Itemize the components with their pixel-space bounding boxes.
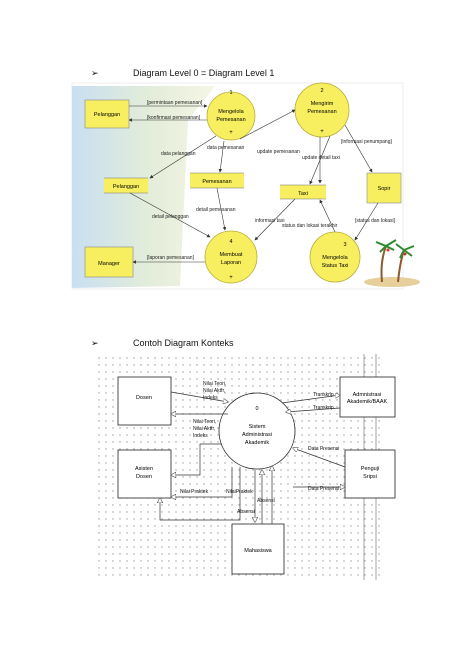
svg-text:Mengelola: Mengelola: [218, 109, 244, 115]
flow-lines: [128, 104, 379, 264]
bullet-icon: ➢: [91, 68, 99, 78]
entity-sopir: Sopir: [366, 172, 402, 204]
svg-text:+: +: [320, 129, 324, 135]
svg-text:Transkrip: Transkrip: [313, 405, 334, 411]
svg-text:Sopir: Sopir: [378, 186, 391, 192]
svg-text:detail pemesanan: detail pemesanan: [196, 207, 236, 213]
section-heading-level0: Diagram Level 0 = Diagram Level 1: [133, 68, 275, 78]
svg-text:Pemesanan: Pemesanan: [202, 179, 231, 185]
svg-text:[permintaan pemesanan]: [permintaan pemesanan]: [147, 100, 203, 106]
svg-text:update pemesanan: update pemesanan: [257, 149, 300, 155]
svg-text:Pemesanan: Pemesanan: [216, 117, 245, 123]
svg-text:Sripsi: Sripsi: [363, 474, 377, 480]
svg-text:Manager: Manager: [98, 261, 120, 267]
svg-text:[informasi penumpang]: [informasi penumpang]: [341, 139, 392, 145]
entity-asisten-dosen: Asisten Dosen: [117, 449, 172, 499]
svg-text:Penguji: Penguji: [361, 466, 379, 472]
entity-manager: Manager: [84, 246, 134, 278]
svg-text:Taxi: Taxi: [298, 191, 308, 197]
svg-text:status dan lokasi terakhir: status dan lokasi terakhir: [282, 223, 338, 229]
svg-text:Absensi: Absensi: [237, 509, 255, 515]
context-diagram: 0 Sistem Administrasi Akademik Dosen Asi…: [98, 354, 396, 580]
process-sistem-administrasi-akademik: 0 Sistem Administrasi Akademik: [218, 392, 296, 470]
svg-text:Status Taxi: Status Taxi: [322, 263, 349, 269]
svg-text:Laporan: Laporan: [221, 260, 241, 266]
svg-text:update detail taxi: update detail taxi: [302, 155, 340, 161]
svg-text:Indeks: Indeks: [203, 395, 218, 401]
process-mengelola-pemesanan: 1 Mengelola Pemesanan +: [206, 90, 256, 141]
entity-dosen: Dosen: [117, 376, 172, 426]
svg-text:Akademik: Akademik: [245, 440, 269, 446]
svg-text:Nilai Aktfr,: Nilai Aktfr,: [203, 388, 225, 394]
process-mengelola-status-taxi: 3 Mengelola Status Taxi: [309, 231, 361, 283]
palm-island-illustration: [364, 239, 420, 287]
svg-text:Membuat: Membuat: [220, 252, 243, 258]
svg-text:Dosen: Dosen: [136, 474, 152, 480]
svg-text:Mengelola: Mengelola: [322, 255, 348, 261]
svg-text:Admnistrasi: Admnistrasi: [353, 392, 382, 398]
svg-text:4: 4: [229, 239, 232, 245]
svg-text:Nilai Teori,: Nilai Teori,: [193, 419, 216, 425]
svg-text:NilaiPraktek: NilaiPraktek: [226, 489, 253, 495]
svg-text:Data Presensi: Data Presensi: [308, 446, 339, 452]
svg-text:Nilai Teori,: Nilai Teori,: [203, 381, 226, 387]
svg-text:2: 2: [320, 88, 323, 94]
svg-text:Pelanggan: Pelanggan: [94, 112, 120, 118]
svg-text:data pelanggan: data pelanggan: [161, 151, 196, 157]
svg-text:Dosen: Dosen: [136, 395, 152, 401]
svg-text:Mengirim: Mengirim: [311, 101, 334, 107]
process-mengirim-pemesanan: 2 Mengirim Pemesanan +: [294, 82, 350, 138]
svg-text:Administrasi: Administrasi: [242, 432, 272, 438]
process-membuat-laporan: 4 Membuat Laporan +: [204, 230, 258, 284]
svg-text:+: +: [229, 130, 233, 136]
section-heading-context: Contoh Diagram Konteks: [133, 338, 234, 348]
svg-text:+: +: [229, 275, 233, 281]
svg-text:Sistem: Sistem: [249, 424, 266, 430]
svg-text:0: 0: [255, 406, 258, 412]
svg-text:Pelanggan: Pelanggan: [113, 184, 139, 190]
entity-penguji-skripsi: Penguji Sripsi: [344, 449, 396, 499]
bullet-icon: ➢: [91, 338, 99, 348]
svg-text:data pemesanan: data pemesanan: [207, 145, 244, 151]
svg-text:Asisten: Asisten: [135, 466, 153, 472]
entity-mahasiswa: Mahasiswa: [231, 523, 285, 575]
entity-administrasi-akademik: Admnistrasi Akademik/BAAK: [339, 376, 396, 418]
svg-text:Indeks: Indeks: [193, 433, 208, 439]
svg-text:Nilai Aktfr,: Nilai Aktfr,: [193, 426, 215, 432]
svg-text:[konfirmasi pemesanan]: [konfirmasi pemesanan]: [147, 115, 201, 121]
datastore-pelanggan: Pelanggan: [104, 177, 148, 194]
svg-text:1: 1: [229, 90, 232, 96]
svg-text:Nilai Praktek: Nilai Praktek: [180, 489, 209, 495]
datastore-taxi: Taxi: [280, 184, 326, 200]
svg-text:Transkrip: Transkrip: [313, 392, 334, 398]
context-flow-labels: Nilai Teori, Nilai Aktfr, Indeks Nilai T…: [180, 381, 339, 515]
svg-text:Pemesanan: Pemesanan: [307, 109, 336, 115]
svg-text:Absensi: Absensi: [257, 498, 275, 504]
entity-pelanggan: Pelanggan: [84, 99, 130, 129]
svg-text:Akademik/BAAK: Akademik/BAAK: [347, 399, 388, 405]
svg-text:Data Presensi: Data Presensi: [308, 486, 339, 492]
datastore-pemesanan: Pemesanan: [190, 172, 244, 189]
context-flow-lines: [160, 391, 345, 524]
flow-labels: [permintaan pemesanan] [konfirmasi pemes…: [147, 100, 396, 261]
svg-text:informasi taxi: informasi taxi: [255, 218, 284, 224]
svg-text:Mahasiswa: Mahasiswa: [244, 548, 272, 554]
svg-text:detail pelanggan: detail pelanggan: [152, 214, 189, 220]
svg-text:[status dan lokasi]: [status dan lokasi]: [355, 218, 396, 224]
svg-text:[laporan pemesanan]: [laporan pemesanan]: [147, 255, 195, 261]
svg-text:3: 3: [343, 242, 346, 248]
